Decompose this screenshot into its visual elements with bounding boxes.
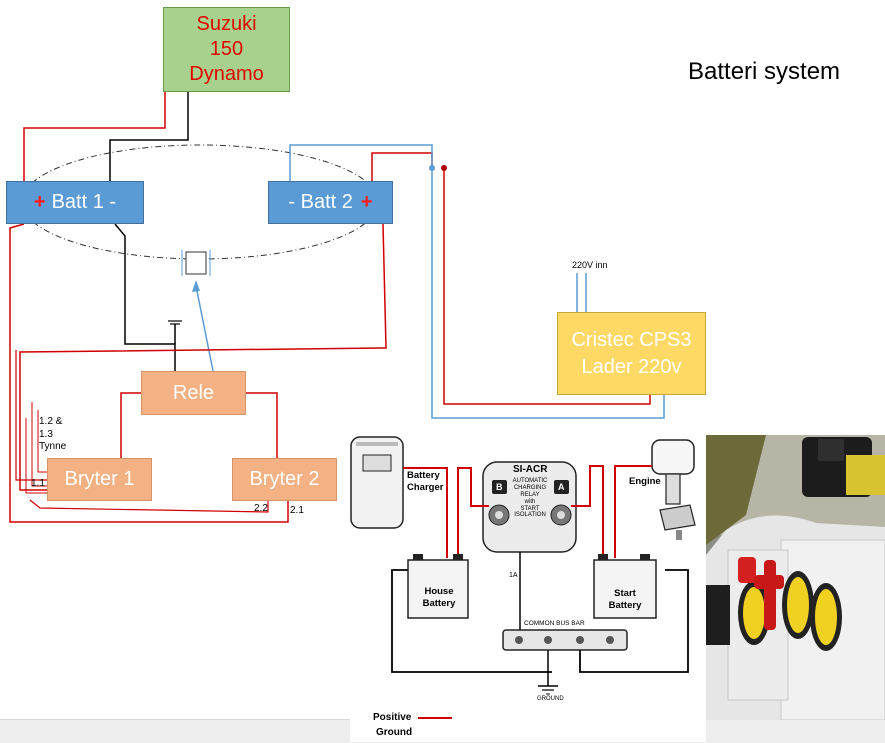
house-battery-label: House Battery bbox=[422, 586, 456, 609]
house-battery-icon bbox=[407, 554, 469, 619]
charger-box: Cristec CPS3 Lader 220v bbox=[557, 312, 706, 395]
battery-charger-label: Battery Charger bbox=[407, 470, 444, 493]
battery-switch-photo bbox=[706, 435, 885, 720]
wire-rele-bryter1 bbox=[120, 392, 142, 459]
wire-alt-red bbox=[23, 92, 166, 183]
alternator-line1: Suzuki bbox=[196, 13, 257, 35]
battery-1-box: + Batt 1 - bbox=[6, 181, 144, 224]
wire-batt2-plus bbox=[19, 223, 387, 491]
ground-label: GROUND bbox=[537, 696, 564, 702]
battery-2-box: - Batt 2 + bbox=[268, 181, 393, 224]
wire-label-1-1: 1.1 bbox=[31, 478, 45, 489]
legend-area bbox=[350, 719, 706, 742]
relay-text: AUTOMATIC CHARGING RELAY with START ISOL… bbox=[512, 478, 548, 519]
engine-icon bbox=[651, 439, 696, 540]
relay-box: Rele bbox=[141, 371, 246, 415]
relay-label: Rele bbox=[172, 381, 215, 404]
switch-1-label: Bryter 1 bbox=[64, 468, 135, 490]
photo-drawing bbox=[706, 435, 885, 720]
engine-label: Engine bbox=[629, 476, 661, 487]
common-bus-bar bbox=[502, 629, 628, 651]
legend-positive: Positive bbox=[373, 712, 412, 723]
switch-1-box: Bryter 1 bbox=[47, 458, 152, 501]
battery-2-plus: + bbox=[360, 191, 373, 213]
wire-label-2-1: 2.1 bbox=[290, 505, 304, 516]
battery-1-plus: + bbox=[33, 191, 46, 213]
fuse-label: 1A bbox=[509, 572, 518, 579]
wire-rele-bryter2 bbox=[246, 392, 278, 458]
bus-bar-label: COMMON BUS BAR bbox=[524, 620, 585, 627]
relay-symbol bbox=[185, 251, 207, 275]
charger-line1: Cristec CPS3 bbox=[571, 328, 692, 351]
alternator-box: Suzuki 150 Dynamo bbox=[163, 7, 290, 92]
switch-2-label: Bryter 2 bbox=[249, 468, 320, 490]
alternator-line2: 150 bbox=[209, 38, 244, 60]
wire-label-1-2: 1.2 & 1.3 Tynne bbox=[39, 416, 67, 452]
start-battery-icon bbox=[593, 554, 657, 619]
legend-ground: Ground bbox=[376, 727, 413, 738]
relay-terminal-b: B bbox=[496, 482, 503, 492]
switch-2-box: Bryter 2 bbox=[232, 458, 337, 501]
battery-charger-device bbox=[350, 436, 404, 529]
wire-blue-link bbox=[289, 144, 665, 419]
wire-batt1-minus bbox=[114, 223, 176, 372]
wire-label-2-2: 2.2 bbox=[254, 503, 268, 514]
wire-red-charger bbox=[443, 168, 651, 405]
charger-line2: Lader 220v bbox=[581, 355, 682, 378]
alternator-line3: Dynamo bbox=[189, 63, 264, 85]
battery-1-label: Batt 1 - bbox=[51, 191, 117, 213]
battery-2-label: - Batt 2 bbox=[288, 191, 353, 213]
wire-batt1-plus bbox=[9, 223, 289, 523]
wire-alt-black bbox=[109, 92, 189, 183]
page-title: Batteri system bbox=[688, 58, 841, 85]
relay-terminal-a: A bbox=[558, 482, 565, 492]
start-battery-label: Start Battery bbox=[608, 588, 642, 611]
relay-title: SI-ACR bbox=[513, 464, 548, 475]
charger-input-label: 220V inn bbox=[572, 260, 608, 270]
